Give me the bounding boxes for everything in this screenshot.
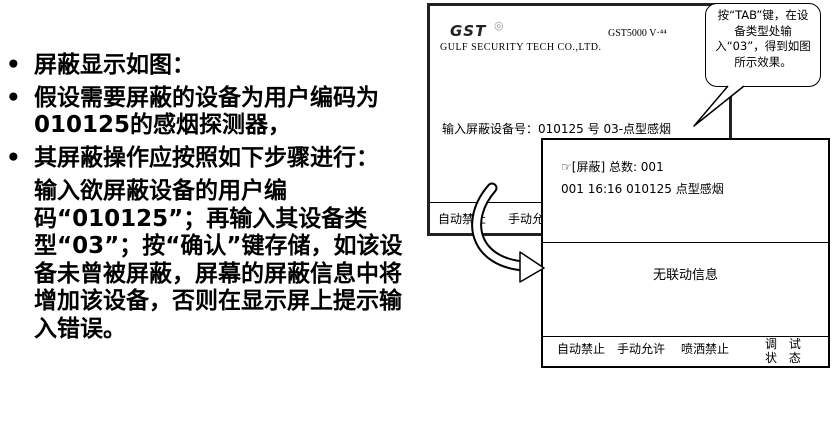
bullet-item: • 假设需要屏蔽的设备为用户编码为010125的感烟探测器， xyxy=(4,85,414,139)
footer-manual-allowed: 手动允许 xyxy=(617,342,666,356)
bullet-dot: • xyxy=(6,52,21,78)
bullet-item: • 其屏蔽操作应按照如下步骤进行： xyxy=(4,145,414,172)
shield-header: ☞[屏蔽] 总数: 001 xyxy=(561,158,664,175)
device-input-line: 输入屏蔽设备号：010125 号 03-点型感烟 xyxy=(442,122,672,136)
linkage-message: 无联动信息 xyxy=(652,268,718,283)
hand-pointer-icon: ☞ xyxy=(561,160,572,174)
footer-debug-status: 调 试 状 态 xyxy=(765,337,805,365)
slide-text: • 屏蔽显示如图： • 假设需要屏蔽的设备为用户编码为010125的感烟探测器， •… xyxy=(4,52,414,343)
bullet-text: 其屏蔽操作应按照如下步骤进行： xyxy=(34,145,379,171)
footer-auto-disabled: 自动禁止 xyxy=(557,342,606,356)
divider xyxy=(543,242,828,243)
callout-bubble: 按“TAB”键，在设备类型处输入“03”，得到如图所示效果。 xyxy=(705,3,821,87)
curved-arrow-head xyxy=(519,251,545,283)
bullet-dot: • xyxy=(6,85,21,111)
step-paragraph: 输入欲屏蔽设备的用户编码“010125”；再输入其设备类型“03”；按“确认”键… xyxy=(34,178,403,342)
bullet-text: 假设需要屏蔽的设备为用户编码为010125的感烟探测器， xyxy=(34,85,379,138)
logo-mark-icon: ◎ xyxy=(494,19,504,32)
curved-arrow-inner xyxy=(473,184,528,270)
model-label: GST5000 V·⁴⁴ xyxy=(608,28,667,39)
shield-header-text: [屏蔽] 总数: 001 xyxy=(571,160,664,174)
footer-spray-disabled: 喷洒禁止 xyxy=(681,342,730,356)
shield-result-screen: ☞[屏蔽] 总数: 001 001 16:16 010125 点型感烟 无联动信… xyxy=(541,138,830,368)
bullet-item: • 屏蔽显示如图： xyxy=(4,52,414,79)
result-screen-footer: 自动禁止 手动允许 喷洒禁止 调 试 状 态 xyxy=(543,336,828,366)
callout-pointer xyxy=(693,85,745,127)
bullet-dot: • xyxy=(6,145,21,171)
gst-logo: GST xyxy=(450,22,487,40)
footer-manual-allowed: 手动允 xyxy=(508,212,545,226)
shield-list-item: 001 16:16 010125 点型感烟 xyxy=(561,182,724,196)
company-name: GULF SECURITY TECH CO.,LTD. xyxy=(440,42,602,53)
bullet-text: 屏蔽显示如图： xyxy=(34,52,195,78)
